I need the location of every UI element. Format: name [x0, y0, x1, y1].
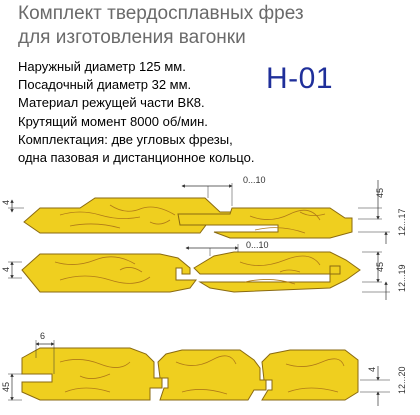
- spec-material: Материал режущей части ВК8.: [18, 95, 205, 111]
- profile-3: 6 45 4 12...20: [1, 331, 407, 406]
- title-line-1: Комплект твердосплавных фрез: [18, 3, 304, 24]
- specs-list: Наружный диаметр 125 мм. Посадочный диам…: [18, 58, 418, 167]
- spec-speed: Крутящий момент 8000 об/мин.: [18, 113, 208, 129]
- board-3-c: [261, 349, 359, 401]
- spec-kit-2: одна пазовая и дистанционное кольцо.: [18, 150, 255, 166]
- board-2-right: [193, 251, 361, 293]
- board-2-left: [21, 253, 197, 293]
- dim-2-left: 4: [1, 267, 11, 272]
- model-code: Н-01: [266, 62, 334, 95]
- dim-1-left: 4: [1, 200, 11, 205]
- dim-1-side-b: 12...17: [397, 208, 407, 236]
- dim-2-side-b: 12...19: [397, 264, 407, 292]
- board-3-b: [157, 349, 267, 401]
- title: Комплект твердосплавных фрез для изготов…: [18, 2, 418, 50]
- board-3-a: [21, 347, 163, 401]
- dim-1-top: 0...10: [243, 175, 266, 185]
- dim-2-side-a: 45: [375, 262, 385, 272]
- dim-3-side-a: 4: [367, 367, 377, 372]
- spec-kit-1: Комплектация: две угловых фрезы,: [18, 131, 233, 147]
- dim-2-top: 0...10: [246, 240, 269, 250]
- spec-bore-diameter: Посадочный диаметр 32 мм.: [18, 77, 192, 93]
- dim-1-side-a: 45: [375, 188, 385, 198]
- spec-outer-diameter: Наружный диаметр 125 мм.: [18, 59, 186, 74]
- profile-2: 0...10 4 45 12...19: [1, 240, 407, 300]
- profile-1: 0...10 4 45 12...17: [1, 175, 407, 244]
- title-line-2: для изготовления вагонки: [18, 27, 246, 48]
- dim-3-top: 6: [40, 331, 45, 341]
- dim-3-side-b: 12...20: [397, 366, 407, 394]
- dim-3-left: 45: [1, 382, 11, 392]
